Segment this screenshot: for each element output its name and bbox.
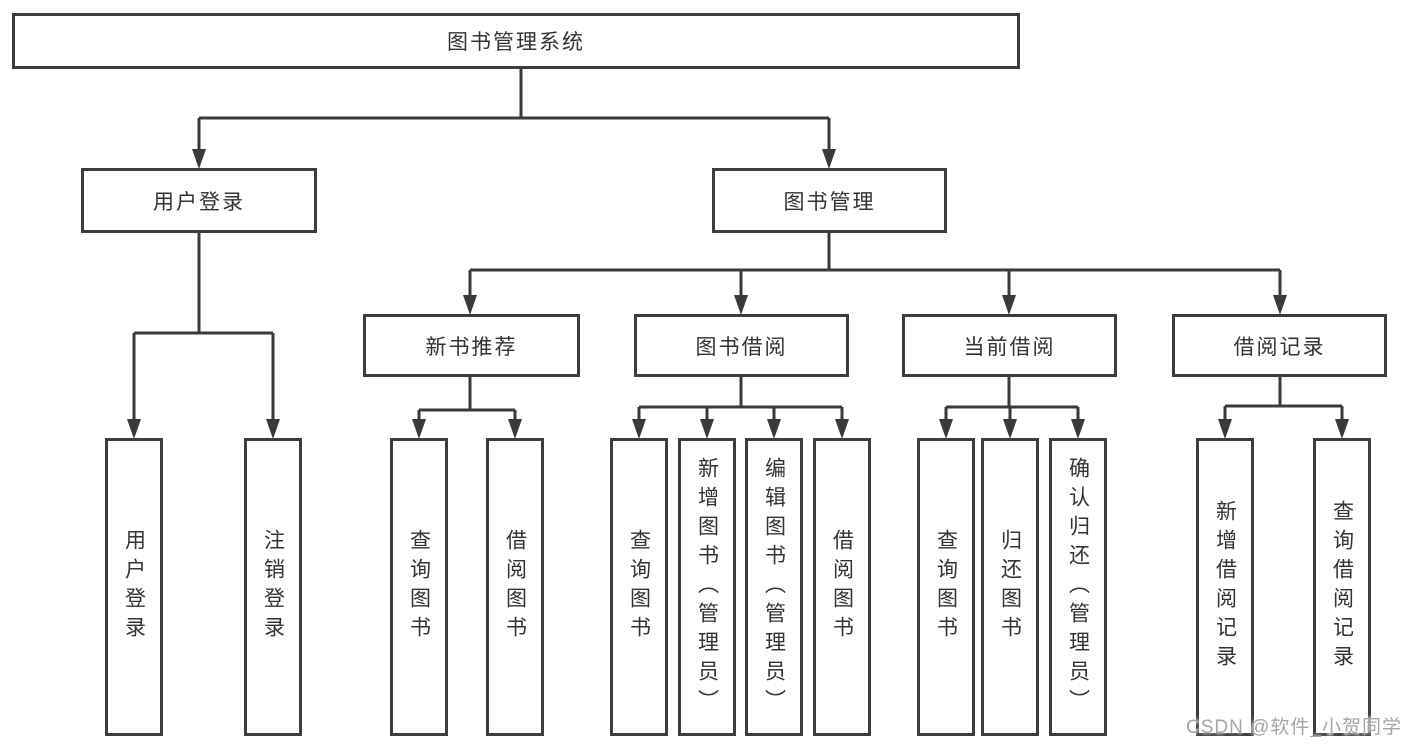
leaf-current-query-books: 查询图书 [917,438,975,736]
leaf-label: 查询图书 [627,529,651,645]
leaf-borrow-add-books-admin: 新增图书（管理员） [678,438,736,736]
leaf-user-login: 用户登录 [105,438,163,736]
leaf-label: 确认归还（管理员） [1066,456,1090,718]
node-label: 借阅记录 [1233,335,1326,359]
leaf-borrow-borrow-books: 借阅图书 [813,438,871,736]
node-user-login: 用户登录 [81,168,317,233]
arrowheads [127,149,1349,439]
leaf-current-confirm-return-admin: 确认归还（管理员） [1049,438,1107,736]
leaf-label: 查询借阅记录 [1330,500,1354,674]
node-label: 新书推荐 [425,335,518,359]
leaf-newbook-query-books: 查询图书 [390,438,448,736]
node-label: 用户登录 [153,190,245,214]
leaf-label: 查询图书 [934,529,958,645]
connector-paths [132,68,1344,434]
node-label: 图书管理系统 [447,31,585,54]
leaf-label: 借阅图书 [830,529,854,645]
leaf-label: 编辑图书（管理员） [762,456,786,718]
leaf-label: 查询图书 [407,529,431,645]
node-root-system: 图书管理系统 [12,13,1020,69]
node-label: 图书管理 [783,190,876,214]
leaf-label: 借阅图书 [503,529,527,645]
leaf-borrow-edit-books-admin: 编辑图书（管理员） [745,438,803,736]
node-new-book-recommend: 新书推荐 [363,314,580,377]
leaf-logout: 注销登录 [244,438,302,736]
node-book-borrow: 图书借阅 [634,314,849,377]
leaf-label: 归还图书 [998,529,1022,645]
leaf-label: 用户登录 [122,529,146,645]
node-borrow-records: 借阅记录 [1172,314,1387,377]
csdn-watermark: CSDN @软件_小贺同学 [1186,717,1402,738]
leaf-borrow-query-books: 查询图书 [610,438,668,736]
node-book-management: 图书管理 [712,168,947,233]
leaf-records-add-record: 新增借阅记录 [1196,438,1254,736]
leaf-label: 新增图书（管理员） [695,456,719,718]
node-current-borrow: 当前借阅 [902,314,1117,377]
node-label: 图书借阅 [695,335,788,359]
node-label: 当前借阅 [963,335,1056,359]
leaf-records-query-record: 查询借阅记录 [1313,438,1371,736]
leaf-newbook-borrow-books: 借阅图书 [486,438,544,736]
leaf-current-return-books: 归还图书 [981,438,1039,736]
leaf-label: 注销登录 [261,529,285,645]
leaf-label: 新增借阅记录 [1213,500,1237,674]
